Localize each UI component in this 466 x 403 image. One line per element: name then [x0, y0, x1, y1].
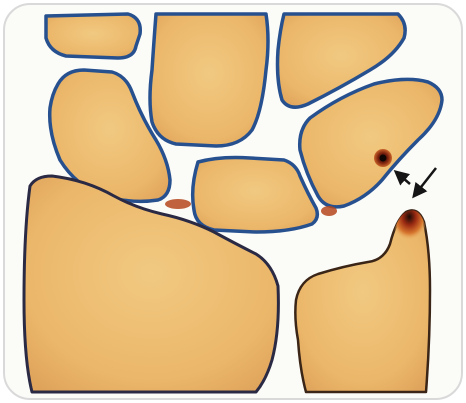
joint-mark-left	[165, 199, 191, 209]
joint-mark-right	[321, 206, 337, 216]
bone-capitate	[150, 14, 268, 146]
bone-top-left	[46, 14, 140, 58]
triquetrum-spot-core	[380, 155, 387, 162]
